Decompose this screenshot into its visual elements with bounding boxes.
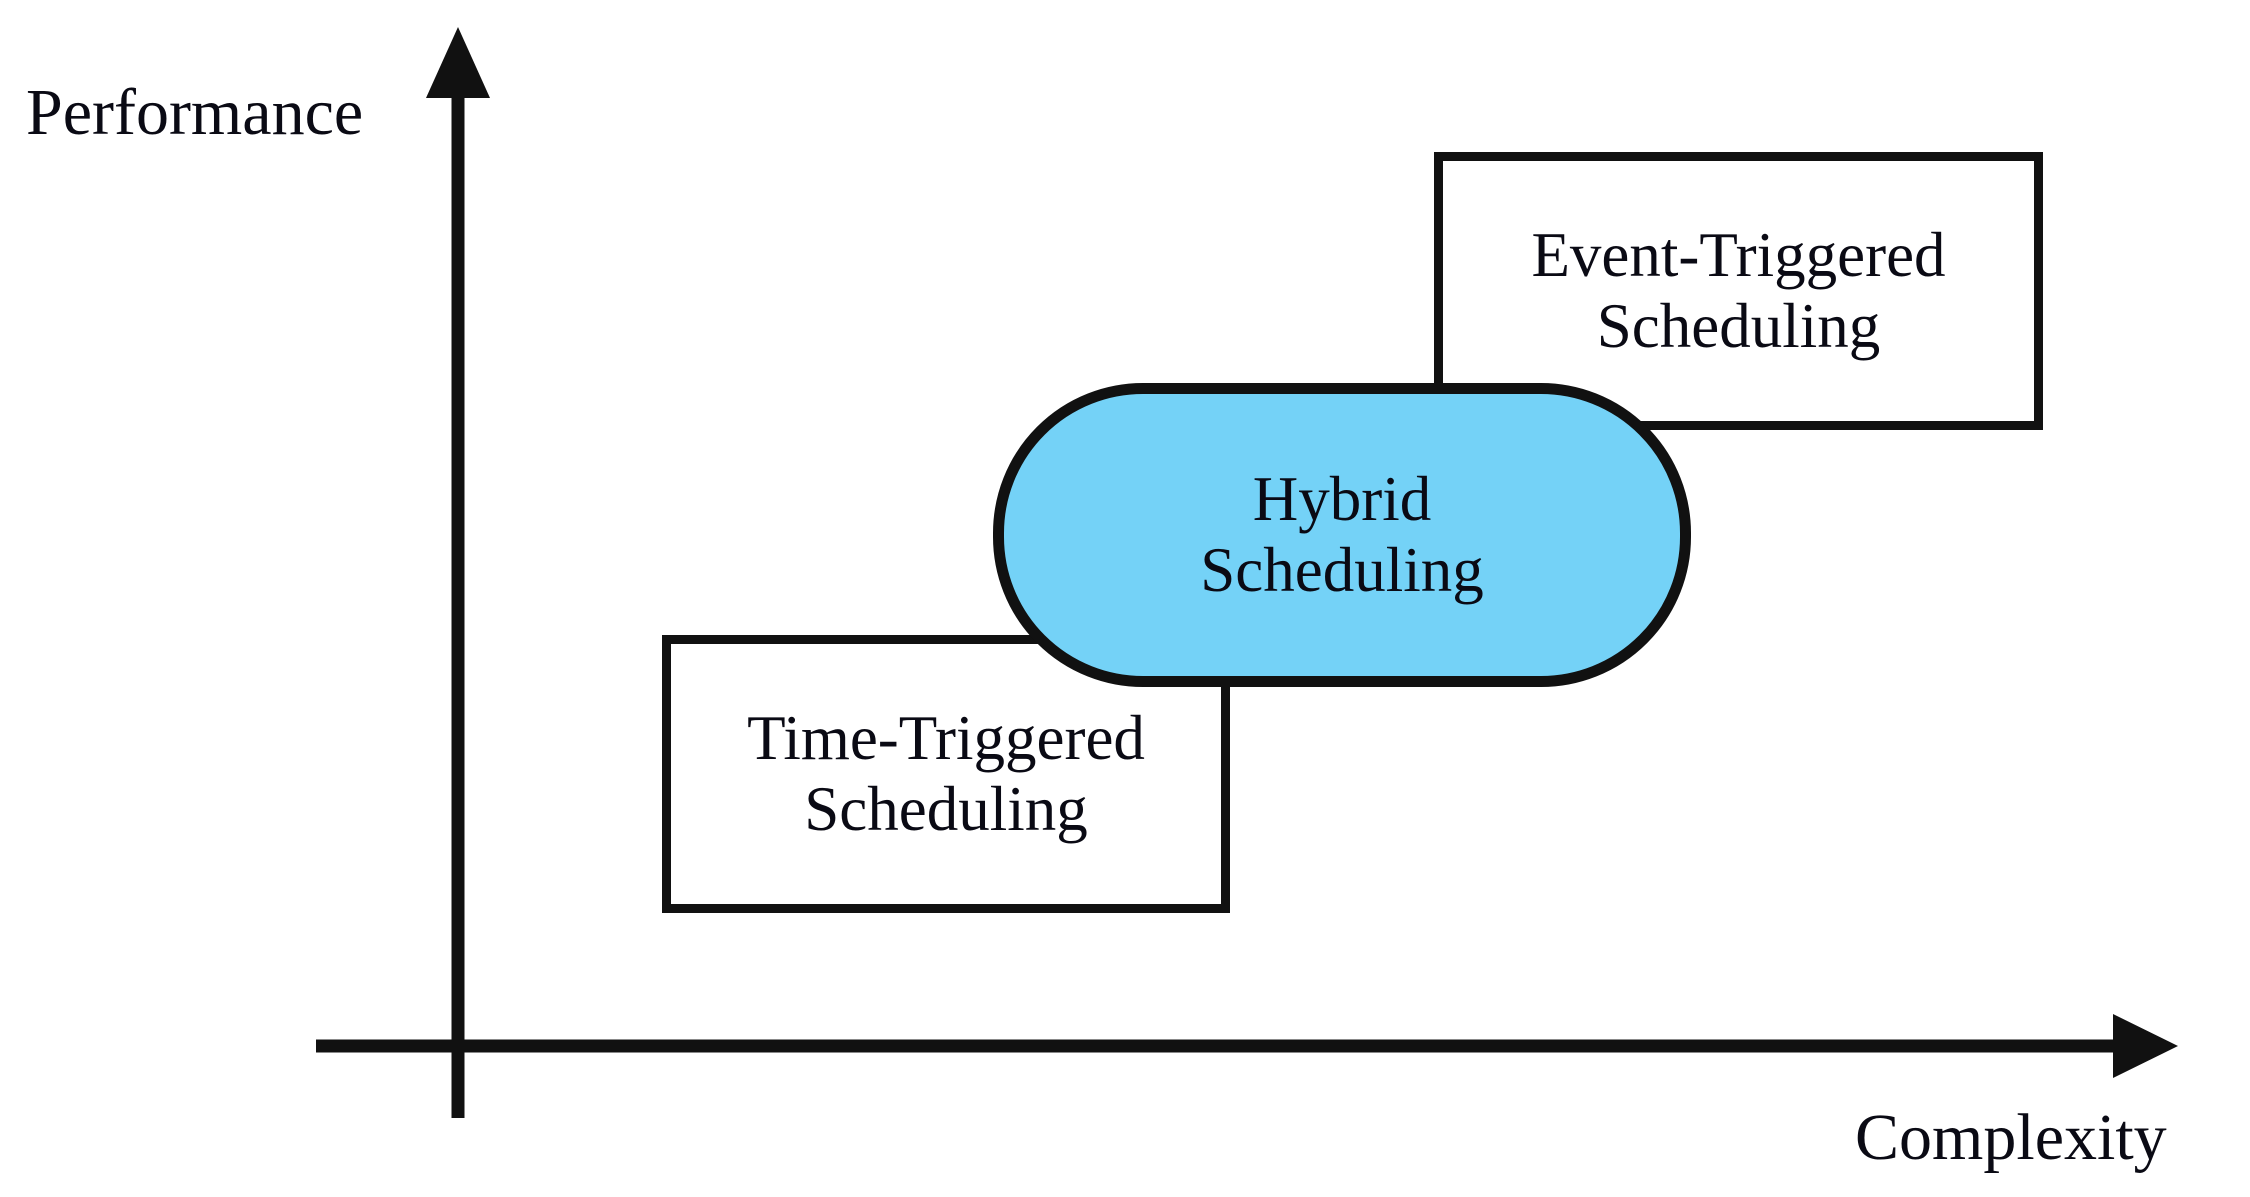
node-hybrid-scheduling[interactable]: Hybrid Scheduling	[993, 383, 1691, 687]
node-hybrid-line2: Scheduling	[1200, 535, 1484, 605]
node-time-triggered-line2: Scheduling	[804, 774, 1088, 844]
node-time-triggered-label: Time-Triggered Scheduling	[733, 703, 1159, 844]
node-event-triggered-label: Event-Triggered Scheduling	[1517, 220, 1959, 361]
right-arrow-icon	[2113, 1014, 2178, 1078]
node-time-triggered-line1: Time-Triggered	[747, 703, 1145, 774]
node-hybrid-label: Hybrid Scheduling	[1186, 464, 1497, 605]
node-event-triggered-scheduling[interactable]: Event-Triggered Scheduling	[1434, 152, 2043, 430]
node-event-triggered-line1: Event-Triggered	[1531, 220, 1946, 291]
y-axis-label: Performance	[26, 76, 364, 149]
x-axis-label: Complexity	[1855, 1101, 2167, 1174]
node-event-triggered-line2: Scheduling	[1596, 291, 1881, 361]
node-hybrid-line1: Hybrid	[1252, 464, 1432, 535]
up-arrow-icon	[426, 27, 490, 98]
